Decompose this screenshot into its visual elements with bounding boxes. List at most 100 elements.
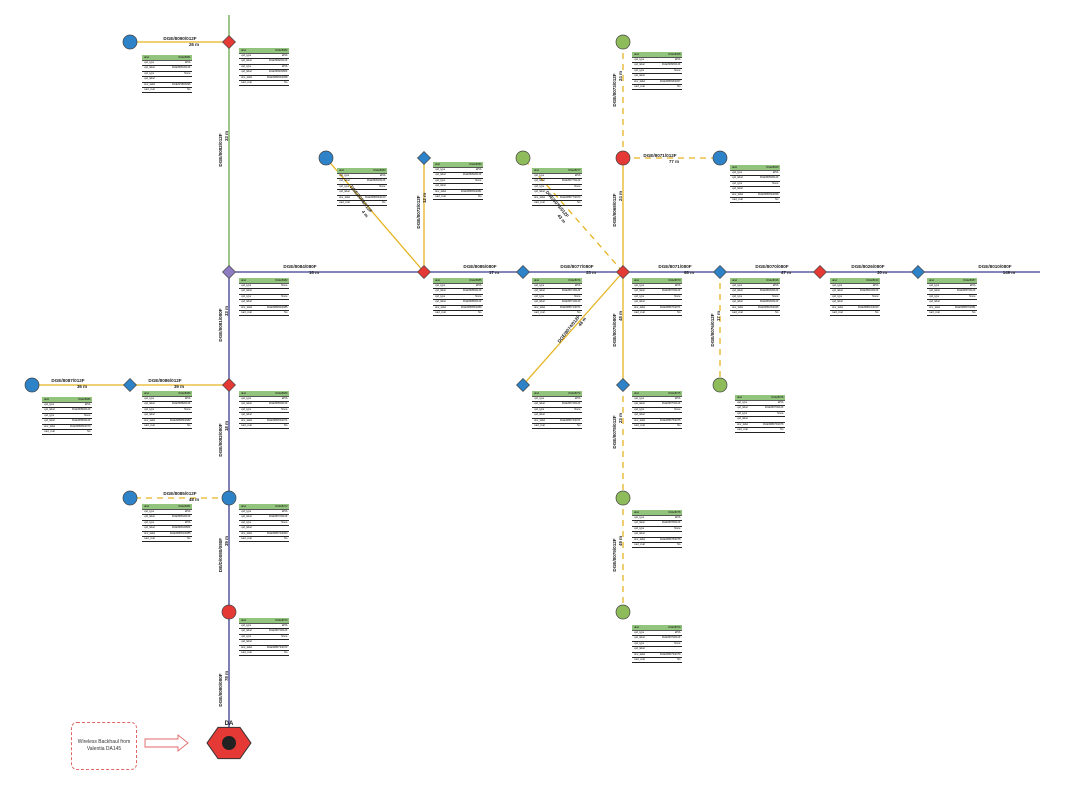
cable-name: DGE/8084/080F <box>283 264 316 269</box>
info-key: upd_type <box>633 58 645 61</box>
header-id: DGE/8010 <box>866 279 879 282</box>
info-value: None <box>281 294 288 298</box>
info-key: upd_type <box>533 174 545 177</box>
info-key: read_cval <box>633 542 645 546</box>
info-value: None <box>379 184 386 188</box>
info-value: DGE/8081/012F <box>171 66 191 70</box>
header-key: label <box>434 279 440 282</box>
backhaul-arrow <box>144 734 189 752</box>
info-key: upd_type <box>533 407 545 411</box>
cable-name: DGE/8078/012F <box>612 415 617 448</box>
node-diamond-8 <box>713 265 727 279</box>
info-key: read_cval <box>240 423 252 427</box>
info-value: EPIA <box>674 631 681 634</box>
info-value: None <box>674 407 681 411</box>
info-value: None <box>574 407 581 411</box>
info-key: upd_label <box>928 300 940 304</box>
info-row: upd_label <box>830 300 880 306</box>
info-key: upd_label <box>831 300 843 304</box>
info-value: DGE/8082/012F <box>268 59 288 63</box>
info-key: read_cval <box>928 310 940 314</box>
header-id: DGE/8072 <box>275 505 288 508</box>
info-key: upd_type <box>633 631 645 634</box>
info-value: None <box>184 71 191 75</box>
info-value: No <box>187 536 191 540</box>
cable-length: 4 m <box>361 209 370 218</box>
info-key: upd_label <box>240 515 252 519</box>
info-value: No <box>775 197 779 201</box>
node-diamond-6 <box>516 265 530 279</box>
info-value: DGE/8068/012F <box>661 63 681 67</box>
backhaul-note-box: Wireless Backhaul from Valentia DA145 <box>71 722 137 770</box>
header-id: DGE/8073 <box>275 619 288 622</box>
info-key: upd_label <box>731 187 743 191</box>
info-value: No <box>677 657 681 661</box>
info-value: DGE/8/8082/2068 <box>266 75 288 79</box>
info-key: upd_label <box>43 408 55 412</box>
info-value: No <box>478 194 482 198</box>
info-key: strw_label <box>533 195 546 199</box>
info-key: upd_label <box>633 413 645 417</box>
info-value: DGE/8/8086/2070 <box>69 424 91 428</box>
cable-length: 39 m <box>224 536 229 546</box>
cable-length: 43 m <box>556 213 566 224</box>
info-value: EPIA <box>574 397 581 400</box>
node-diamond-16 <box>417 151 431 165</box>
info-value: No <box>875 310 879 314</box>
info-value: No <box>677 84 681 88</box>
info-key: read_cval <box>143 423 155 427</box>
header-id: DGE/8069 <box>766 166 779 169</box>
info-key: upd_type <box>731 171 743 174</box>
info-key: upd_label <box>143 526 155 530</box>
info-key: strw_label <box>43 424 56 428</box>
info-key: upd_type <box>43 413 55 417</box>
node-round-14 <box>24 377 40 393</box>
info-key: upd_label <box>143 515 155 519</box>
info-value: DGE/8/8081/2085 <box>169 531 191 535</box>
cable-length: 17 m <box>716 311 721 321</box>
cable-name: DGE/8068/012F <box>612 193 617 226</box>
info-value: EPIA <box>475 168 482 171</box>
info-value: No <box>87 429 91 433</box>
info-value: DGE/8/8068/2067 <box>659 79 681 83</box>
header-id: DGE/8026 <box>766 279 779 282</box>
header-id: DGE/8082 <box>275 49 288 52</box>
header-key: label <box>533 392 539 395</box>
node-diamond-7 <box>616 265 630 279</box>
cable-name: DGE/8071/012F <box>643 153 676 158</box>
info-key: read_cval <box>831 310 843 314</box>
info-key: upd_label <box>633 300 645 304</box>
info-value: EPIA <box>772 171 779 174</box>
info-value: None <box>281 284 288 287</box>
